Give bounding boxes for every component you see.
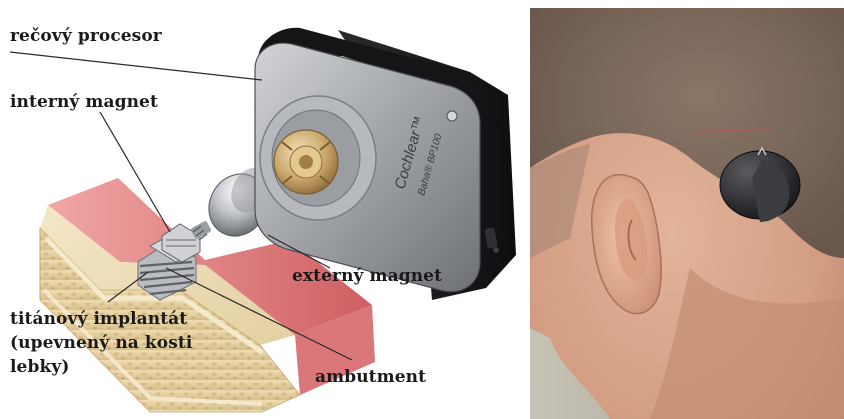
- label-external-magnet: externý magnet: [292, 266, 442, 286]
- leader-speech-processor: [10, 52, 262, 80]
- label-titanium-implant-line2: (upevnený na kosti: [10, 333, 192, 353]
- bone-anchored-hearing-aid-diagram: Cochlear™ Baha® BP100: [0, 0, 530, 419]
- label-speech-processor: rečový procesor: [10, 26, 162, 46]
- label-internal-magnet: interný magnet: [10, 92, 158, 112]
- label-titanium-implant-line1: titánový implantát: [10, 309, 187, 329]
- label-abutment: ambutment: [315, 367, 426, 387]
- photo-illustration: [530, 8, 844, 419]
- label-titanium-implant-line3: lebky): [10, 357, 69, 377]
- patient-photo: [530, 8, 844, 419]
